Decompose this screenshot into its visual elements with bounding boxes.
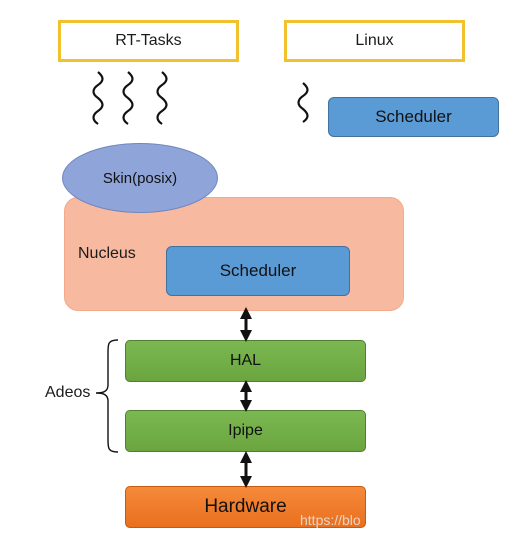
rt-task-wave-1 — [92, 71, 104, 125]
skin-ellipse: Skin(posix) — [62, 143, 218, 213]
nucleus-scheduler-label: Scheduler — [219, 261, 297, 280]
watermark-text: CSDN @pwl999 — [368, 512, 471, 528]
nucleus-label: Nucleus — [78, 245, 136, 262]
hal-box: HAL — [125, 340, 366, 382]
nucleus-scheduler-box: Scheduler — [166, 246, 350, 296]
rt-task-wave-2 — [122, 71, 134, 125]
linux-label: Linux — [355, 32, 394, 49]
skin-label: Skin(posix) — [102, 169, 178, 187]
rt-tasks-box: RT-Tasks — [58, 20, 239, 62]
watermark: https://blo CSDN @pwl999 — [300, 512, 471, 528]
adeos-label: Adeos — [45, 384, 91, 401]
hardware-label: Hardware — [204, 496, 287, 517]
linux-task-wave — [297, 82, 309, 123]
linux-box: Linux — [284, 20, 465, 62]
ipipe-label: Ipipe — [228, 422, 263, 439]
hal-label: HAL — [229, 352, 262, 369]
watermark-url: https://blo — [300, 512, 361, 528]
rt-task-wave-3 — [156, 71, 168, 125]
hardware-box: Hardware — [125, 486, 366, 528]
linux-scheduler-label: Scheduler — [375, 107, 452, 126]
linux-scheduler-box: Scheduler — [328, 97, 499, 137]
rt-tasks-label: RT-Tasks — [115, 32, 182, 49]
adeos-bracket — [95, 339, 119, 453]
